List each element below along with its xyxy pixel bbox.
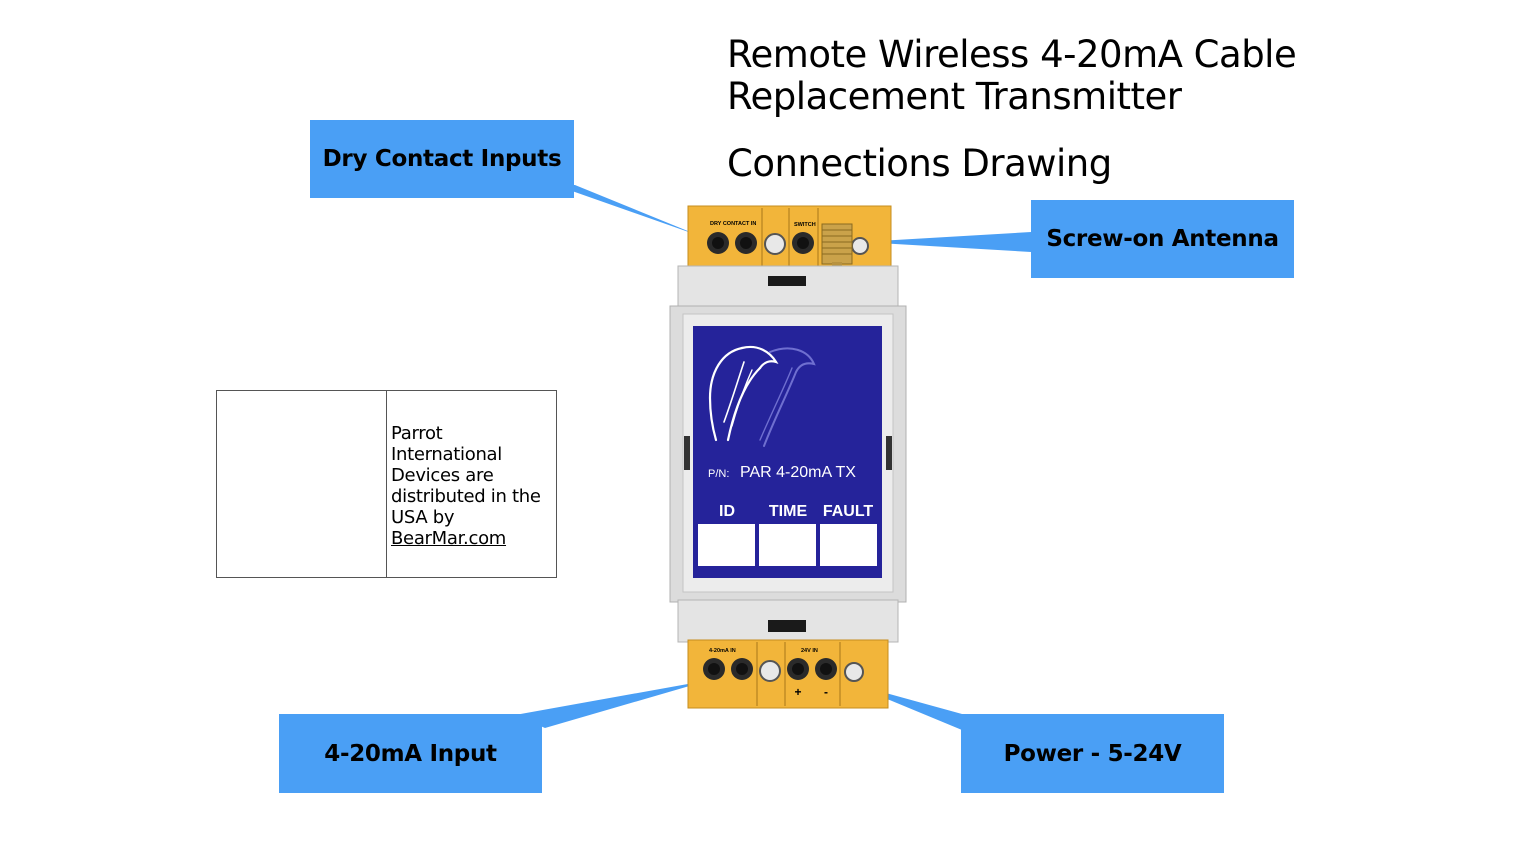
dry-contact-terminal-label: DRY CONTACT IN: [710, 221, 756, 227]
distributor-note: Parrot International Devices are distrib…: [391, 423, 541, 528]
switch-terminal-label: SWITCH: [794, 222, 816, 228]
indicator-box-time: [759, 524, 816, 566]
screw-on-antenna-callout: Screw-on Antenna: [1031, 200, 1294, 278]
part-number: PAR 4-20mA TX: [740, 464, 856, 481]
indicator-box-fault: [820, 524, 877, 566]
antenna-pointer: [862, 232, 1031, 252]
page-title: Remote Wireless 4-20mA Cable Replacement…: [727, 33, 1297, 118]
qr-divider: [386, 391, 387, 577]
indicator-label-time: TIME: [769, 503, 808, 520]
transmitter-device: DRY CONTACT IN SWITCH: [669, 205, 907, 709]
minus-sign: -: [824, 685, 828, 699]
input-4-20ma-callout: 4-20mA Input: [279, 714, 542, 793]
part-number-prefix: P/N:: [708, 468, 729, 480]
indicator-label-fault: FAULT: [823, 503, 874, 520]
distributor-text: Parrot International Devices are distrib…: [391, 423, 551, 549]
indicator-box-id: [698, 524, 755, 566]
plus-sign: +: [794, 685, 801, 699]
input-terminal-label: 4-20mA IN: [709, 648, 736, 654]
dry-contact-pointer: [555, 185, 700, 236]
power-callout: Power - 5-24V: [961, 714, 1224, 793]
title-line-2: Replacement Transmitter: [727, 75, 1182, 118]
page-subtitle: Connections Drawing: [727, 142, 1112, 185]
top-screw-terminals: [707, 232, 869, 255]
distributor-info-box: Parrot International Devices are distrib…: [216, 390, 557, 578]
bottom-screw-terminals: [703, 658, 864, 682]
power-terminal-label: 24V IN: [801, 648, 818, 654]
bearmar-link[interactable]: BearMar.com: [391, 528, 507, 549]
indicator-label-id: ID: [719, 503, 735, 520]
dry-contact-inputs-callout: Dry Contact Inputs: [310, 120, 574, 198]
input-pointer: [515, 680, 710, 728]
parrot-logo: [708, 345, 816, 447]
title-line-1: Remote Wireless 4-20mA Cable: [727, 33, 1297, 76]
